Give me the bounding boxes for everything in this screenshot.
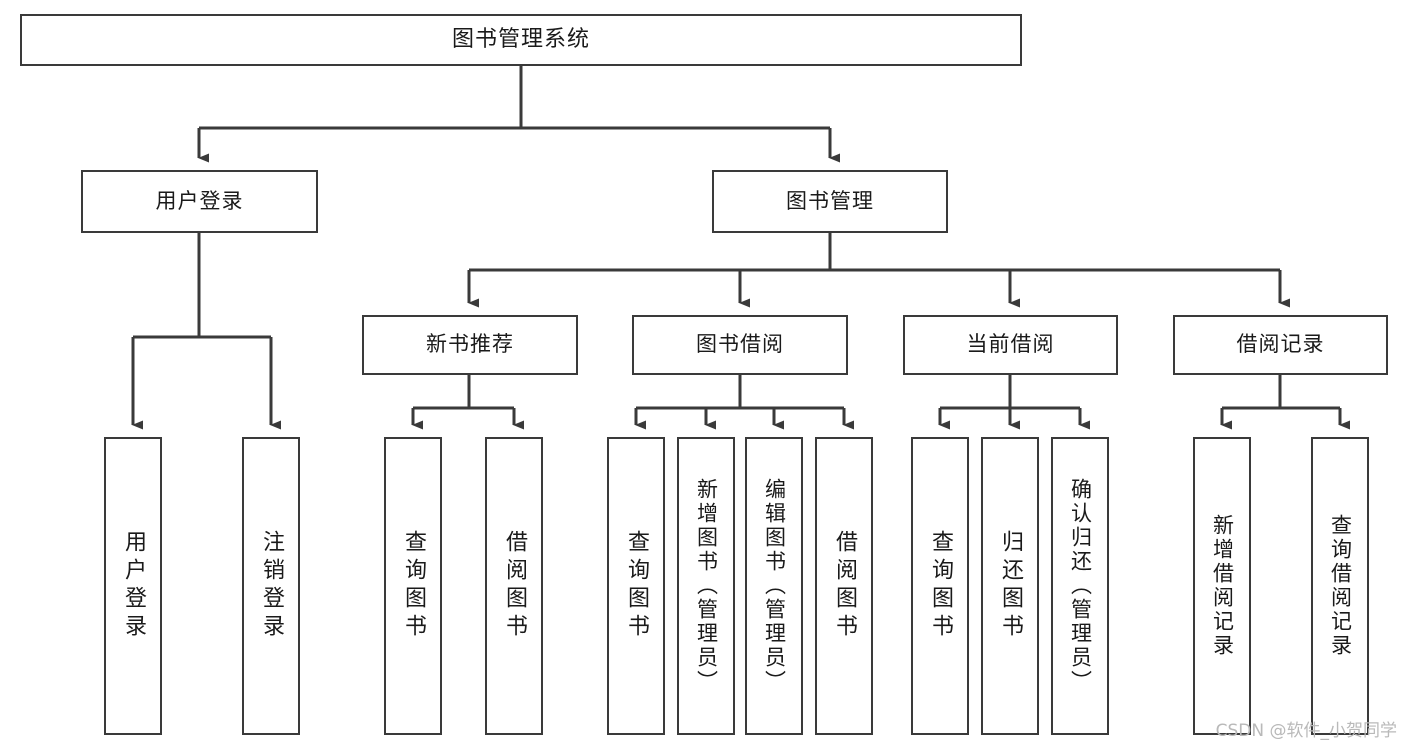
leaf-user-login-logout[interactable]: 注销登录 xyxy=(242,437,300,735)
node-new-book-recommend[interactable]: 新书推荐 xyxy=(362,315,578,375)
node-current-borrow[interactable]: 当前借阅 xyxy=(903,315,1118,375)
leaf-book-borrow-edit[interactable]: 编辑图书（管理员） xyxy=(745,437,803,735)
node-borrow-record[interactable]: 借阅记录 xyxy=(1173,315,1388,375)
leaf-new-book-borrow[interactable]: 借阅图书 xyxy=(485,437,543,735)
leaf-borrow-record-add[interactable]: 新增借阅记录 xyxy=(1193,437,1251,735)
leaf-user-login-login[interactable]: 用户登录 xyxy=(104,437,162,735)
leaf-book-borrow-add[interactable]: 新增图书（管理员） xyxy=(677,437,735,735)
node-book-borrow[interactable]: 图书借阅 xyxy=(632,315,848,375)
leaf-book-borrow-borrow[interactable]: 借阅图书 xyxy=(815,437,873,735)
leaf-borrow-record-query[interactable]: 查询借阅记录 xyxy=(1311,437,1369,735)
leaf-current-borrow-query[interactable]: 查询图书 xyxy=(911,437,969,735)
leaf-current-borrow-confirm-return[interactable]: 确认归还（管理员） xyxy=(1051,437,1109,735)
leaf-book-borrow-query[interactable]: 查询图书 xyxy=(607,437,665,735)
node-root[interactable]: 图书管理系统 xyxy=(20,14,1022,66)
leaf-current-borrow-return[interactable]: 归还图书 xyxy=(981,437,1039,735)
watermark: CSDN @软件_小贺同学 xyxy=(1215,721,1397,741)
leaf-new-book-query[interactable]: 查询图书 xyxy=(384,437,442,735)
node-user-login[interactable]: 用户登录 xyxy=(81,170,318,233)
node-book-management[interactable]: 图书管理 xyxy=(712,170,948,233)
